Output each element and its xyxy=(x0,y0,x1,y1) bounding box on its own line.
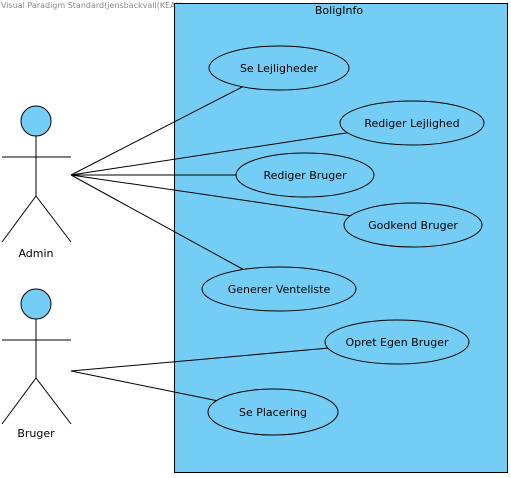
actor-label: Bruger xyxy=(17,427,55,440)
use-case-rediger-lejlighed[interactable]: Rediger Lejlighed xyxy=(339,100,485,146)
use-case-ellipse[interactable] xyxy=(235,152,375,198)
actor-right-leg xyxy=(35,377,72,425)
actor-label: Admin xyxy=(18,247,53,260)
actor-left-leg xyxy=(1,195,37,243)
use-case-label: Rediger Bruger xyxy=(263,169,347,182)
use-case-ellipse[interactable] xyxy=(343,202,483,248)
use-case-layer: Se Lejligheder Rediger Lejlighed Rediger… xyxy=(201,45,485,436)
use-case-label: Generer Venteliste xyxy=(228,283,331,296)
actor-bruger[interactable]: Bruger xyxy=(1,288,72,440)
actor-head xyxy=(20,105,52,137)
use-case-generer-venteliste[interactable]: Generer Venteliste xyxy=(201,266,357,312)
watermark-text: Visual Paradigm Standard(jensbackvall(KE… xyxy=(1,1,182,10)
use-case-ellipse[interactable] xyxy=(208,45,350,91)
system-title: BoligInfo xyxy=(315,4,363,17)
association-bruger-se-placering[interactable] xyxy=(70,370,217,402)
use-case-se-placering[interactable]: Se Placering xyxy=(207,388,339,436)
actor-right-leg xyxy=(35,195,72,243)
use-case-ellipse[interactable] xyxy=(324,319,470,365)
association-admin-godkend-bruger[interactable] xyxy=(70,174,351,217)
use-case-label: Rediger Lejlighed xyxy=(364,117,459,130)
use-case-label: Se Placering xyxy=(239,406,307,419)
association-admin-se-lejligheder[interactable] xyxy=(70,86,243,176)
use-case-label: Opret Egen Bruger xyxy=(346,336,449,349)
use-case-ellipse[interactable] xyxy=(207,388,339,436)
actor-admin[interactable]: Admin xyxy=(1,105,72,260)
use-case-label: Godkend Bruger xyxy=(368,219,458,232)
use-case-rediger-bruger[interactable]: Rediger Bruger xyxy=(235,152,375,198)
association-lines xyxy=(70,86,351,402)
association-admin-generer-venteliste[interactable] xyxy=(70,174,244,270)
use-case-label: Se Lejligheder xyxy=(240,62,319,75)
use-case-ellipse[interactable] xyxy=(201,266,357,312)
use-case-godkend-bruger[interactable]: Godkend Bruger xyxy=(343,202,483,248)
use-case-opret-egen-bruger[interactable]: Opret Egen Bruger xyxy=(324,319,470,365)
association-admin-rediger-lejlighed[interactable] xyxy=(70,132,348,176)
use-case-ellipse[interactable] xyxy=(339,100,485,146)
actor-head xyxy=(20,288,52,320)
actor-left-leg xyxy=(1,377,37,425)
association-bruger-opret-egen-bruger[interactable] xyxy=(70,347,328,372)
use-case-se-lejligheder[interactable]: Se Lejligheder xyxy=(208,45,350,91)
